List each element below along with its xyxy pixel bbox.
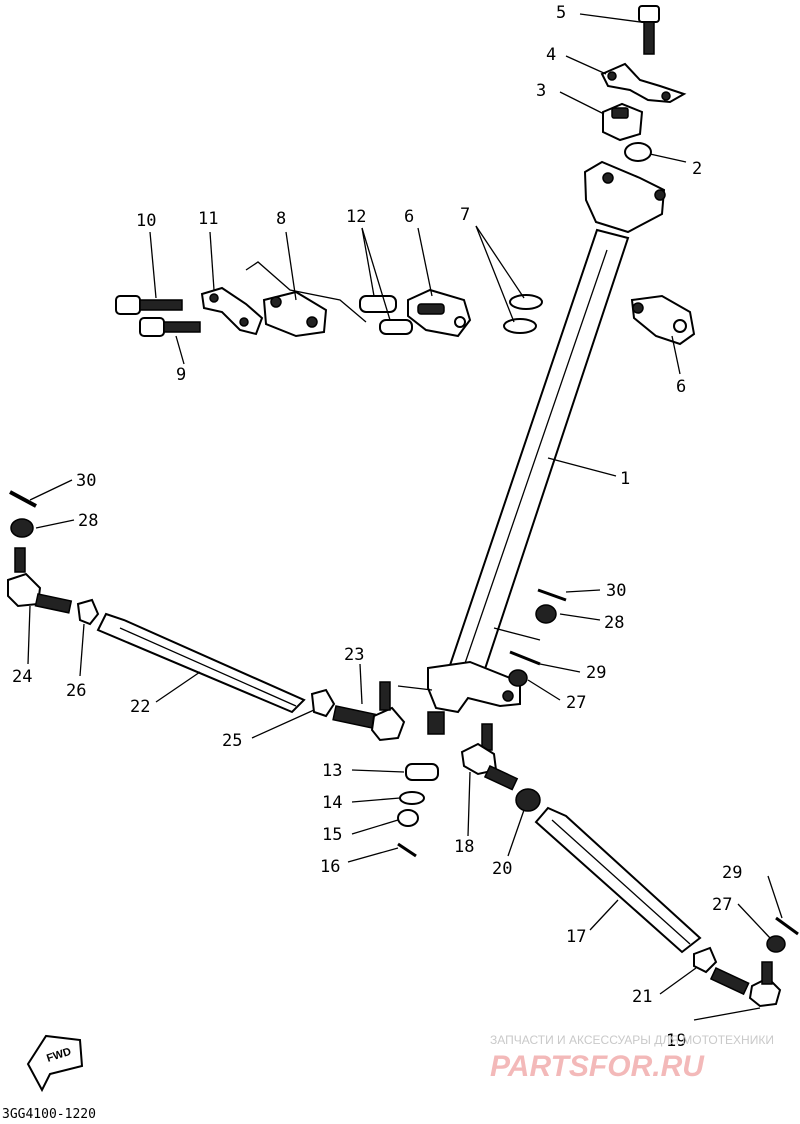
label-28-left: 28 [78,511,98,531]
tie-rod-left [96,612,306,714]
diagram-code: 3GG4100-1220 [2,1107,96,1122]
label-6-upper: 6 [404,207,414,227]
label-22: 22 [130,697,150,717]
cotter-pin-column-2 [509,650,541,666]
watermark-logo: PARTSFOR.RU [490,1050,705,1083]
label-13: 13 [322,761,342,781]
label-14: 14 [322,793,342,813]
bearing-block [602,102,644,142]
label-29-column: 29 [586,663,606,683]
label-23: 23 [344,645,364,665]
fwd-arrow-icon: FWD [26,1034,84,1093]
bushing-cap [624,142,652,162]
spacer-nut [405,763,439,781]
locknut-left [76,598,100,626]
tie-rod-end-left [7,547,73,614]
cotter-pin-left [9,490,37,508]
locknut-center [310,688,336,718]
label-27-column: 27 [566,693,586,713]
label-3: 3 [536,81,546,101]
label-21: 21 [632,987,652,1007]
label-27-right: 27 [712,895,732,915]
steering-column-shaft [397,160,666,735]
shaft-holder-right [630,294,696,346]
label-4: 4 [546,45,556,65]
label-26: 26 [66,681,86,701]
cotter-pin-right [775,916,799,936]
tie-rod-end-center [332,681,406,742]
label-10: 10 [136,211,156,231]
tie-rod-end-right-inner [460,723,519,791]
label-30-column: 30 [606,581,626,601]
bolt [638,5,660,55]
bushing-pair [359,295,413,335]
label-8: 8 [276,209,286,229]
label-19: 19 [666,1031,686,1051]
label-6-right: 6 [676,377,686,397]
locknut-right-inner [515,788,541,812]
castle-nut-column-2 [508,669,528,687]
watermark-caption: ЗАПЧАСТИ И АКСЕССУАРЫ ДЛЯ МОТОТЕХНИКИ [490,1033,774,1047]
locknut-right-outer [693,946,718,974]
castle-nut-column [535,604,557,624]
cotter-pin [397,842,417,858]
short-bolt [139,317,201,337]
label-7: 7 [460,205,470,225]
label-15: 15 [322,825,342,845]
holder-upper [407,288,472,338]
label-17: 17 [566,927,586,947]
label-20: 20 [492,859,512,879]
label-5: 5 [556,3,566,23]
label-25: 25 [222,731,242,751]
mounting-bracket [600,62,687,104]
tie-rod-end-right-outer [709,961,782,1008]
label-12: 12 [346,207,366,227]
label-11: 11 [198,209,218,229]
washer-pair [503,294,543,334]
label-28-column: 28 [604,613,624,633]
label-2: 2 [692,159,702,179]
label-29-right: 29 [722,863,742,883]
castle-nut-left [10,518,34,538]
long-bolt [115,295,183,315]
castle-nut-right [766,935,786,953]
washer [399,791,425,805]
wire-arm [245,261,367,338]
label-9: 9 [176,365,186,385]
lock-plate [200,286,264,336]
tie-rod-right [534,806,702,954]
label-16: 16 [320,857,340,877]
label-1: 1 [620,469,630,489]
castle-nut [397,809,419,827]
label-24: 24 [12,667,32,687]
label-18: 18 [454,837,474,857]
leader-lines [27,13,783,1021]
cotter-pin-column [537,588,567,602]
label-30-left: 30 [76,471,96,491]
